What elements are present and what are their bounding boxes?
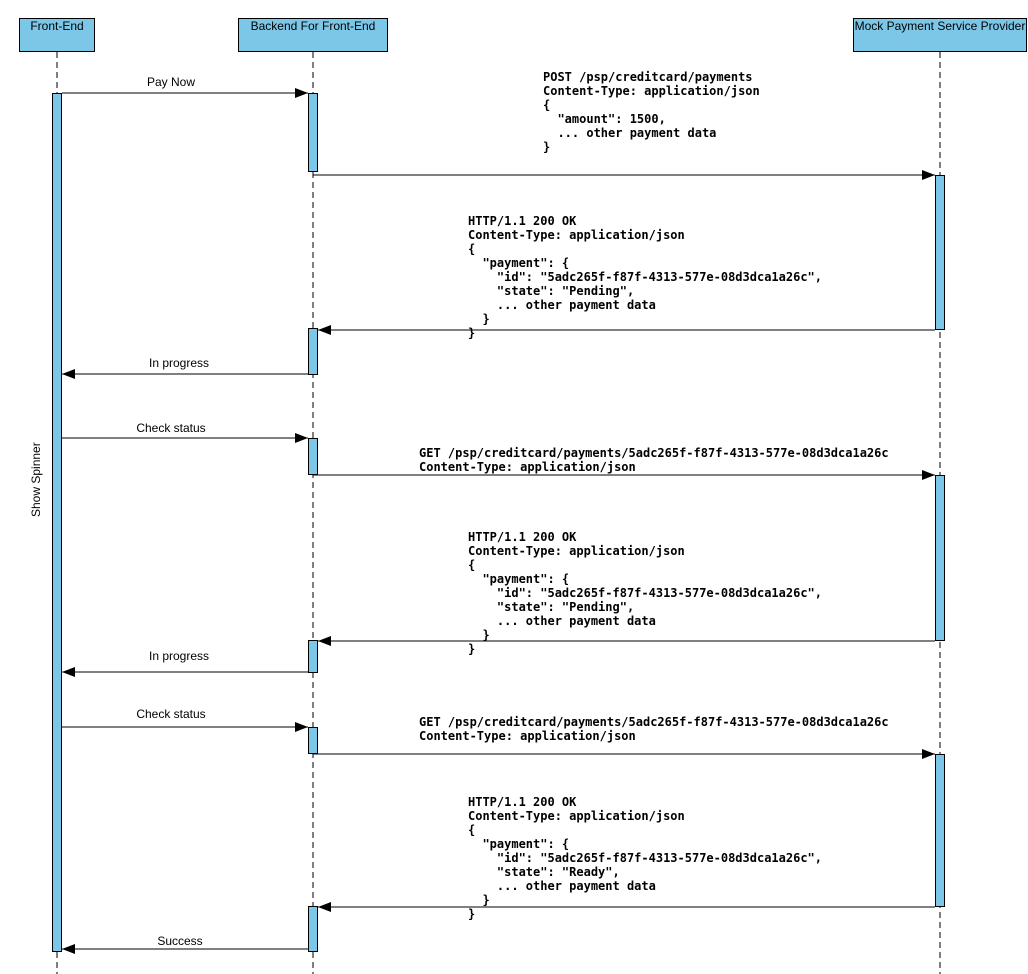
message-label-check-status-1: Check status [136, 421, 206, 435]
actor-mock-payment-service-provider: Mock Payment Service Provider [853, 18, 1027, 52]
note-show-spinner: Show Spinner [29, 442, 43, 517]
activation-psp-3 [935, 754, 945, 907]
actor-backend-for-front-end: Backend For Front-End [238, 18, 388, 52]
code-post-payment-request: POST /psp/creditcard/payments Content-Ty… [543, 70, 760, 154]
code-payment-response-pending-1: HTTP/1.1 200 OK Content-Type: applicatio… [468, 214, 823, 340]
activation-backend-5 [308, 727, 318, 754]
activation-backend-2 [308, 328, 318, 375]
code-get-payment-request-1: GET /psp/creditcard/payments/5adc265f-f8… [419, 446, 889, 474]
actor-backend-label: Backend For Front-End [250, 19, 376, 33]
activation-psp-1 [935, 175, 945, 330]
message-label-check-status-2: Check status [136, 707, 206, 721]
actor-front-end: Front-End [19, 18, 95, 52]
code-get-payment-request-2: GET /psp/creditcard/payments/5adc265f-f8… [419, 715, 889, 743]
message-label-in-progress-1: In progress [148, 356, 210, 370]
message-label-in-progress-2: In progress [148, 649, 210, 663]
code-payment-response-pending-2: HTTP/1.1 200 OK Content-Type: applicatio… [468, 530, 823, 656]
activation-backend-4 [308, 640, 318, 673]
activation-backend-3 [308, 438, 318, 475]
activation-backend-6 [308, 906, 318, 952]
message-label-pay-now: Pay Now [146, 75, 196, 89]
actor-psp-label: Mock Payment Service Provider [854, 19, 1026, 33]
actor-front-end-label: Front-End [30, 19, 84, 33]
activation-psp-2 [935, 475, 945, 641]
message-label-success: Success [157, 934, 203, 948]
code-payment-response-ready: HTTP/1.1 200 OK Content-Type: applicatio… [468, 795, 823, 921]
activation-backend-1 [308, 93, 318, 172]
activation-front-end [52, 93, 62, 952]
